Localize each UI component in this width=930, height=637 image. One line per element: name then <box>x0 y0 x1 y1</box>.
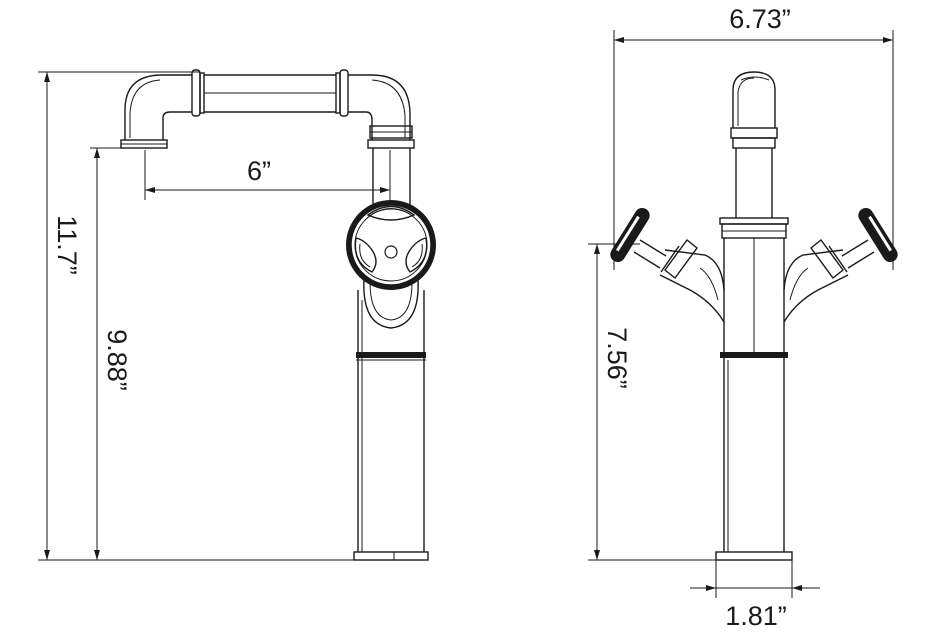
handle-height-dimension: 7.56” <box>588 243 720 561</box>
faucet-body-side <box>353 279 429 561</box>
handle-height-label: 7.56” <box>602 327 632 389</box>
spout-front <box>730 71 778 218</box>
spout-reach-dimension: 6” <box>144 150 391 200</box>
base-diameter-dimension: 1.81” <box>690 560 820 631</box>
spout-height-dimension: 9.88” <box>90 147 160 560</box>
right-handle-wheel <box>858 207 898 263</box>
faucet-body-front <box>715 217 793 561</box>
front-view: 6.73” 7.56” 1.81” <box>588 4 898 631</box>
overall-width-label: 6.73” <box>729 4 791 34</box>
total-height-label: 11.7” <box>52 215 82 275</box>
left-handle-wheel <box>610 207 650 263</box>
wheel-handle-side <box>346 200 436 290</box>
spout-height-label: 9.88” <box>102 329 132 391</box>
spout-reach-label: 6” <box>247 156 271 186</box>
spout-pipe <box>120 69 415 205</box>
left-handle-arm <box>633 238 725 323</box>
overall-width-dimension: 6.73” <box>613 4 894 270</box>
side-view: 11.7” 9.88” 6” <box>38 69 436 561</box>
right-handle-arm <box>783 238 875 323</box>
base-diameter-label: 1.81” <box>725 601 787 631</box>
total-height-dimension: 11.7” <box>38 71 360 561</box>
